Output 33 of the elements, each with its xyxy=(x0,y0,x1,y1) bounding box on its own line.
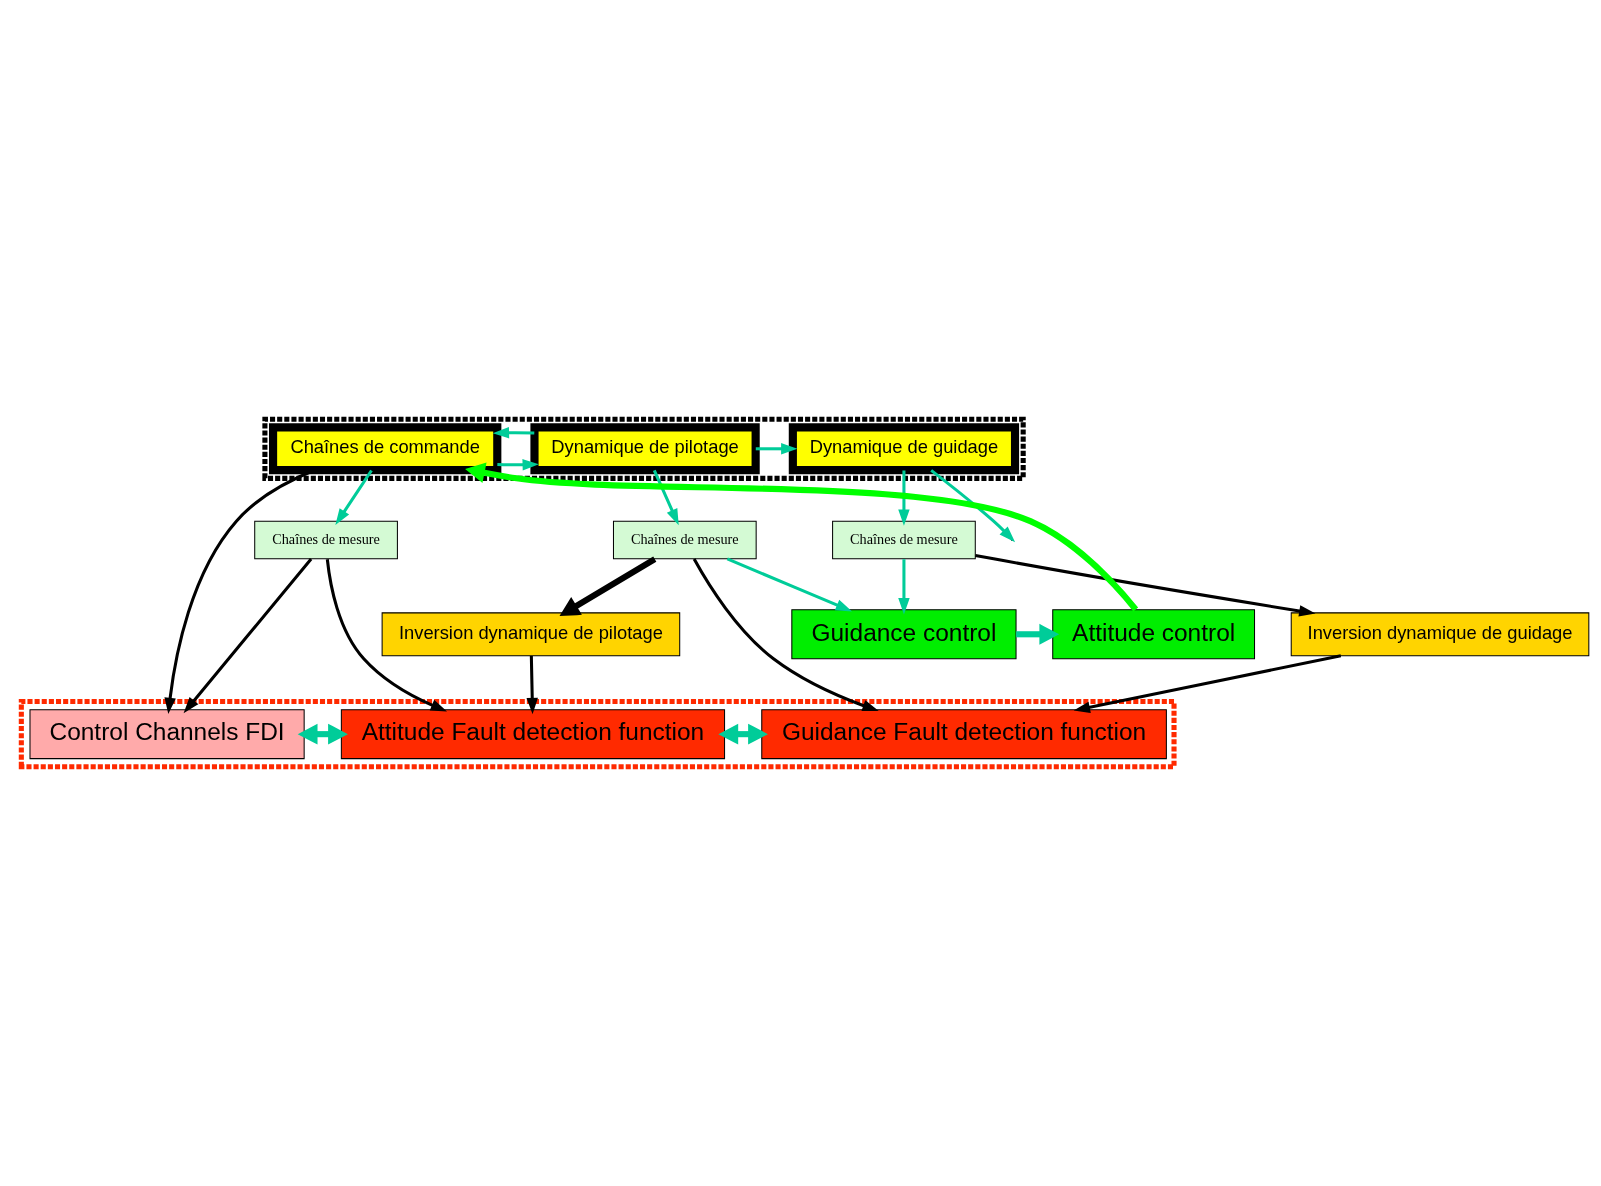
node-box: Chaînes de mesure xyxy=(253,520,398,560)
arrow xyxy=(559,556,656,617)
arrow xyxy=(526,656,538,715)
arrow xyxy=(652,469,679,526)
arrow xyxy=(297,723,348,745)
node-box: Inversion dynamique de pilotage xyxy=(381,612,680,657)
arrow xyxy=(496,459,539,471)
node-box: Attitude Fault detection function xyxy=(340,709,725,760)
arrow xyxy=(1073,654,1341,713)
arrow xyxy=(755,443,797,455)
arrow xyxy=(334,469,373,525)
node-box: Chaînes de mesure xyxy=(612,520,757,560)
node-box: Dynamique de pilotage xyxy=(529,423,760,475)
cluster xyxy=(261,416,1026,481)
node-box: Chaînes de mesure xyxy=(831,520,976,560)
arrow xyxy=(325,559,447,712)
node-box: Guidance control xyxy=(790,609,1017,660)
node-box: Inversion dynamique de guidage xyxy=(1290,612,1589,657)
arrow xyxy=(1015,623,1059,645)
node-box: Dynamique de guidage xyxy=(788,423,1019,475)
node-box: Chaînes de commande xyxy=(268,423,501,475)
arrow xyxy=(897,559,910,615)
arrow xyxy=(974,553,1315,617)
arrow xyxy=(183,558,312,714)
arrow xyxy=(692,558,879,712)
node-box: Control Channels FDI xyxy=(28,709,305,760)
arrow xyxy=(464,462,1138,612)
node-box: Attitude control xyxy=(1051,609,1255,660)
arrow xyxy=(492,427,534,439)
arrow xyxy=(726,557,852,612)
arrow xyxy=(717,723,768,745)
node-box: Guidance Fault detection function xyxy=(760,709,1167,760)
arrow xyxy=(897,470,910,526)
